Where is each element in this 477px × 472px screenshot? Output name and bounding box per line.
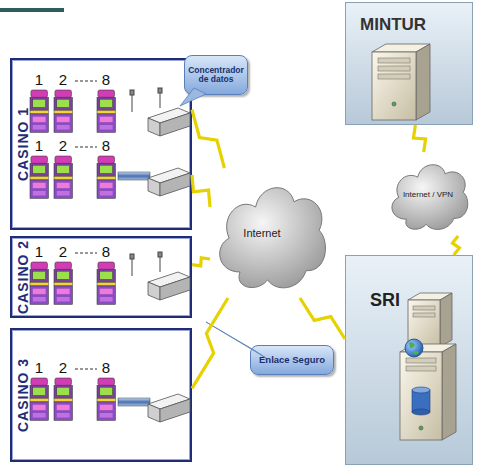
node-text: CASINO 2 — [15, 238, 35, 316]
node-text: SRI — [370, 290, 400, 311]
network-cloud: Internet — [210, 168, 330, 298]
callout-box: Concentrador de datos — [184, 55, 248, 95]
lightning-link — [192, 258, 210, 266]
machine-number: 8 — [99, 138, 113, 153]
lightning-link — [300, 298, 345, 339]
node-text: Enlace Seguro — [259, 355, 325, 365]
machine-number: 8 — [99, 360, 113, 375]
lightning-link — [192, 175, 210, 207]
machine-number: 1 — [32, 244, 46, 259]
lightning-link — [413, 125, 425, 152]
lightning-link — [452, 236, 459, 255]
machine-number: 1 — [32, 138, 46, 153]
node-text: Concentrador de datos — [185, 66, 247, 85]
cloud-shape — [392, 165, 468, 230]
header-bar — [0, 8, 64, 12]
node-text: CASINO 3 — [15, 330, 35, 460]
machine-number: 1 — [32, 360, 46, 375]
server-panel: MINTUR — [345, 2, 473, 125]
network-cloud: Internet / VPN — [385, 152, 471, 236]
callout-box: Enlace Seguro — [250, 345, 334, 375]
machine-number: 8 — [99, 72, 113, 87]
cloud-shape — [220, 188, 326, 288]
machine-number: 2 — [56, 138, 70, 153]
node-text: CASINO 1 — [15, 60, 35, 228]
machine-number: 8 — [99, 244, 113, 259]
machine-number: 2 — [56, 360, 70, 375]
casino-box: CASINO 3 — [10, 328, 192, 462]
node-text: MINTUR — [360, 15, 426, 35]
node-text: Internet — [243, 227, 280, 239]
node-text: Internet / VPN — [403, 190, 453, 199]
server-panel: SRI — [345, 255, 473, 465]
machine-number: 1 — [32, 72, 46, 87]
lightning-link — [192, 298, 228, 388]
lightning-link — [192, 110, 224, 168]
machine-number: 2 — [56, 72, 70, 87]
machine-number: 2 — [56, 244, 70, 259]
header-bar — [0, 8, 64, 12]
